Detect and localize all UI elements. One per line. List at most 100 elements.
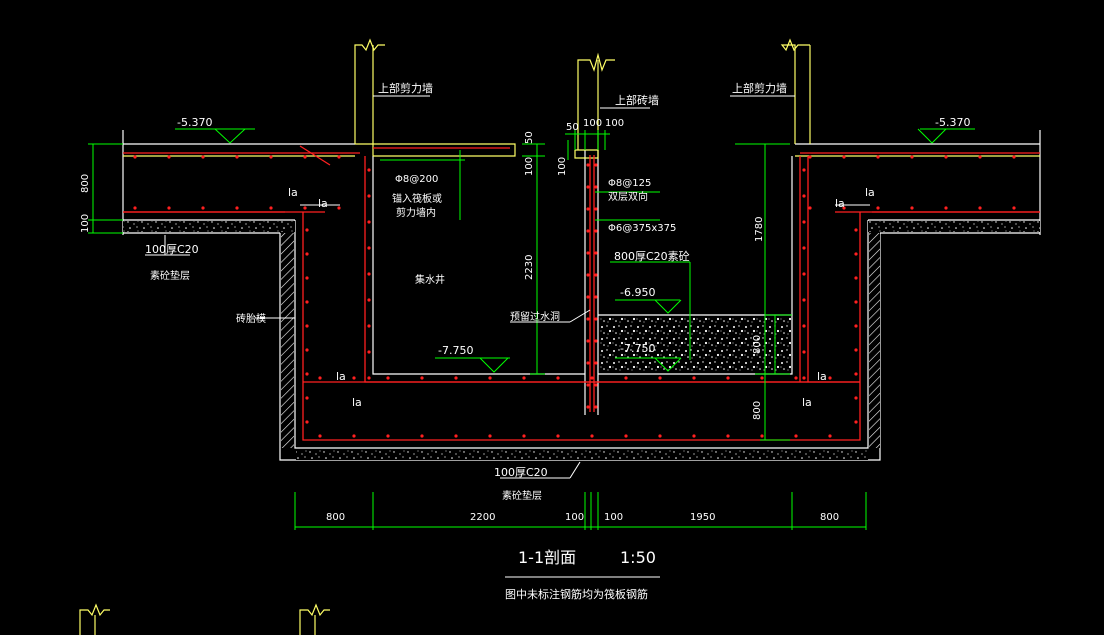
rebar-dot (235, 155, 239, 159)
dim-top-100d: 100 (605, 118, 624, 129)
rebar-dot (802, 298, 806, 302)
elevation-markers (175, 128, 975, 373)
rebar-dot (594, 185, 598, 189)
rebar-dot (586, 295, 590, 299)
dim-top-100b: 100 (557, 157, 568, 176)
bottom-dim-1: 2200 (470, 512, 495, 523)
rebar-dot (303, 155, 307, 159)
rebar-dot (586, 163, 590, 167)
rebar-dot (594, 163, 598, 167)
dim-left-800: 800 (80, 174, 91, 193)
rebar-dot (352, 376, 356, 380)
section-scale: 1:50 (620, 548, 656, 567)
rebar-dot (201, 155, 205, 159)
cushion-bottom-label1: 100厚C20 (494, 466, 548, 479)
rebar-dot (808, 155, 812, 159)
rebar-dot (586, 229, 590, 233)
rebar-dot (802, 350, 806, 354)
rebar-dot (305, 300, 309, 304)
rebar-dot (594, 317, 598, 321)
rebar-dot (367, 220, 371, 224)
rebar-dot (420, 376, 424, 380)
rebar-dot (235, 206, 239, 210)
cushion-left-label2: 素砼垫层 (150, 269, 190, 282)
rebar-dot (910, 155, 914, 159)
rebar-dot (658, 376, 662, 380)
rebar-dot (594, 295, 598, 299)
bottom-dim-2: 100 (565, 512, 584, 523)
rebar-dot (802, 194, 806, 198)
rebar-wall-label: Φ8@125 (608, 178, 651, 189)
rebar-dot (876, 155, 880, 159)
anchor-label-1: la (288, 186, 298, 199)
rebar-dot (201, 206, 205, 210)
cushion-left (123, 221, 295, 232)
rebar-dot (367, 324, 371, 328)
rebar-dot (828, 376, 832, 380)
sump-label: 集水井 (415, 273, 445, 286)
section-note: 图中未标注钢筋均为筏板钢筋 (505, 587, 648, 601)
rebar-dot (760, 376, 764, 380)
cushion-right (868, 221, 1040, 232)
rebar-dot (808, 206, 812, 210)
cushion-bottom (296, 449, 868, 460)
bottom-dim-5: 800 (820, 512, 839, 523)
rebar-dot (352, 434, 356, 438)
rebar-dot (586, 207, 590, 211)
anchor-label-8: la (802, 396, 812, 409)
rebar-dot (590, 434, 594, 438)
rebar-dot (586, 185, 590, 189)
rebar-dot (269, 206, 273, 210)
rebar-dot (454, 376, 458, 380)
rebar-dot (594, 339, 598, 343)
rebar-dot (802, 246, 806, 250)
rebar-dot (854, 372, 858, 376)
rebar-dot (910, 206, 914, 210)
elevation-fill-bottom: -7.750 (620, 342, 655, 355)
rebar-dot (367, 168, 371, 172)
rebar-dot (842, 206, 846, 210)
rebar-dot (1012, 155, 1016, 159)
rebar-dot (594, 207, 598, 211)
dim-top-50b: 50 (566, 122, 579, 133)
rebar-dot (305, 228, 309, 232)
rebar-dot (944, 206, 948, 210)
rebar-dot (167, 155, 171, 159)
rebar-dot (594, 273, 598, 277)
rebar-dot (692, 376, 696, 380)
rebar-dot (594, 251, 598, 255)
dim-top-100a: 100 (524, 157, 535, 176)
rebar-top-note2: 剪力墙内 (396, 206, 436, 219)
rebar-dot (556, 434, 560, 438)
upper-brick-wall-label: 上部砖墙 (615, 93, 659, 107)
fill-concrete (599, 316, 791, 373)
anchor-label-7: la (817, 370, 827, 383)
rebar-dot (854, 348, 858, 352)
label-leaders (145, 95, 870, 578)
cushion-bottom-label2: 素砼垫层 (502, 489, 542, 502)
rebar-dot (488, 434, 492, 438)
rebar-dot (794, 434, 798, 438)
elevation-fill-top: -6.950 (620, 286, 655, 299)
rebar-lines (123, 145, 1040, 441)
rebar-dot (367, 272, 371, 276)
rebar-top-note1: 锚入筏板或 (392, 192, 442, 205)
rebar-dot (305, 324, 309, 328)
elevation-left: -5.370 (177, 116, 212, 129)
rebar-dot (802, 376, 806, 380)
rebar-dot (854, 300, 858, 304)
rebar-dot (978, 206, 982, 210)
bottom-dim-0: 800 (326, 512, 345, 523)
rebar-dot (305, 252, 309, 256)
rebar-dot (318, 434, 322, 438)
rebar-dot (367, 194, 371, 198)
brick-form-right (869, 233, 880, 448)
rebar-dot (854, 420, 858, 424)
rebar-dot (692, 434, 696, 438)
brick-form-label: 砖胎模 (236, 312, 266, 325)
rebar-dot (133, 206, 137, 210)
dim-top-50a: 50 (524, 131, 535, 144)
rebar-dot (305, 276, 309, 280)
rebar-dot (586, 317, 590, 321)
